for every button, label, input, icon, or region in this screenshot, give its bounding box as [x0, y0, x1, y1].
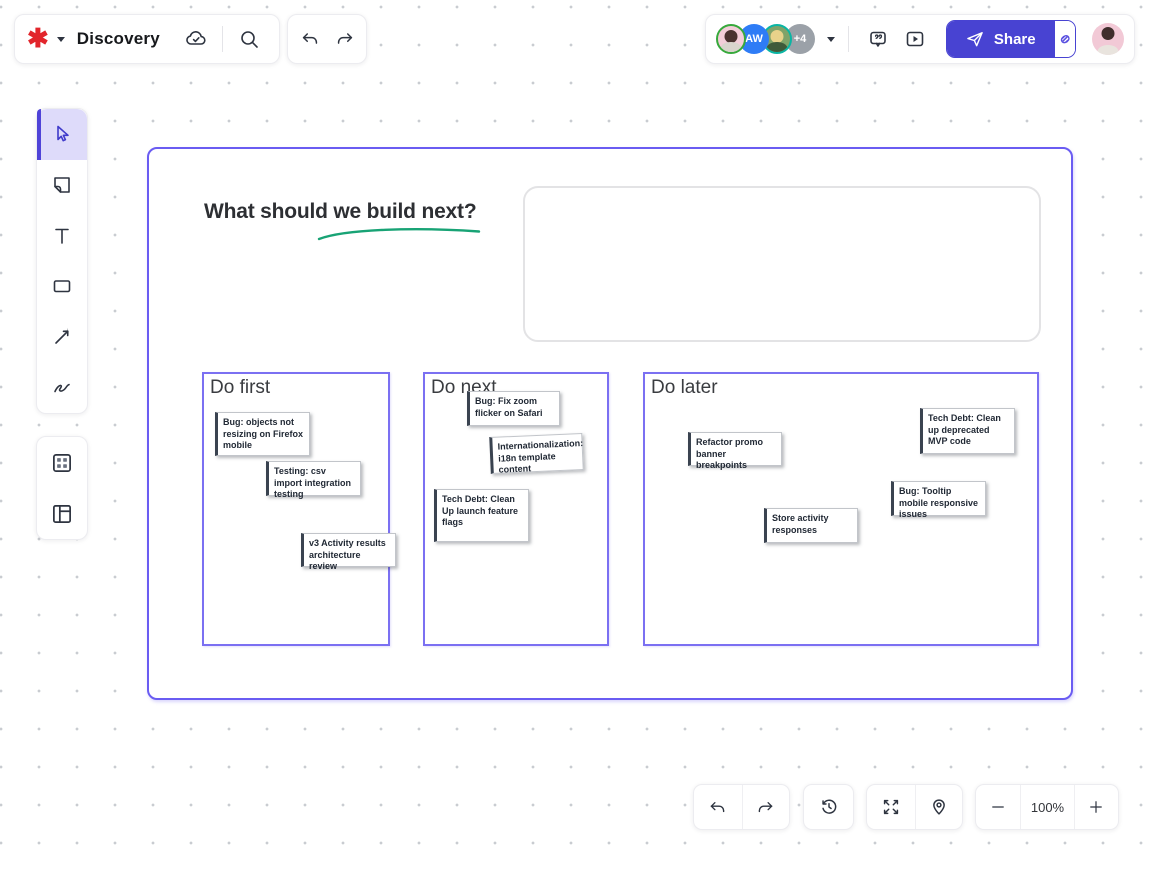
cloud-check-icon	[184, 27, 208, 51]
share-split-button: Share	[945, 20, 1076, 58]
redo-button-bottom[interactable]	[741, 785, 790, 829]
task-card[interactable]: Tech Debt: Clean Up launch feature flags	[434, 489, 529, 542]
expand-arrows-icon	[880, 796, 902, 818]
task-card[interactable]: Bug: Fix zoom flicker on Safari	[467, 391, 560, 426]
column-do-later[interactable]: Do later	[643, 372, 1039, 646]
copy-link-button[interactable]	[1053, 21, 1075, 57]
rectangle-icon	[50, 274, 74, 298]
arrow-icon	[50, 325, 74, 349]
tools-palette-secondary	[36, 436, 88, 540]
share-button[interactable]: Share	[946, 21, 1054, 57]
undo-button-bottom[interactable]	[694, 785, 742, 829]
app-logo-icon[interactable]: ✱	[27, 23, 49, 53]
bottom-view-group	[866, 784, 963, 830]
task-card[interactable]: v3 Activity results architecture review	[301, 533, 396, 571]
board-question-title[interactable]: What should we build next?	[204, 200, 477, 223]
task-card[interactable]: Testing: csv import integration testing	[266, 461, 361, 499]
cursor-icon	[50, 122, 74, 146]
search-icon	[237, 27, 261, 51]
layout-icon	[49, 501, 75, 527]
save-status-button[interactable]	[178, 21, 214, 57]
task-card[interactable]: Bug: objects not resizing on Firefox mob…	[215, 412, 310, 456]
column-label: Do first	[210, 377, 271, 398]
text-tool-button[interactable]	[37, 210, 87, 261]
comment-bubble-icon	[866, 27, 890, 51]
search-button[interactable]	[231, 21, 267, 57]
tools-palette	[36, 108, 88, 414]
undo-icon	[299, 28, 321, 50]
minus-icon	[989, 798, 1007, 816]
version-history-button[interactable]	[804, 785, 853, 829]
collaborator-overflow-badge[interactable]: +4	[785, 24, 815, 54]
collaborators-caret-icon[interactable]	[827, 36, 835, 42]
plus-icon	[1087, 798, 1105, 816]
column-do-first[interactable]: Do first	[202, 372, 390, 646]
bottom-zoom-group: 100%	[975, 784, 1119, 830]
squiggle-icon	[50, 376, 74, 400]
task-card[interactable]: Refactor promo banner breakpoints	[688, 432, 782, 470]
zoom-level-value[interactable]: 100%	[1020, 785, 1073, 829]
link-icon	[1055, 29, 1075, 49]
play-icon	[903, 27, 927, 51]
zoom-in-button[interactable]	[1073, 785, 1118, 829]
empty-container-shape[interactable]	[523, 186, 1041, 342]
collaborator-avatar-1[interactable]	[716, 24, 746, 54]
bottom-version-group	[803, 784, 854, 830]
app-toolbar-right: AW +4 Share	[705, 14, 1135, 64]
apps-grid-icon	[49, 450, 75, 476]
arrow-tool-button[interactable]	[37, 312, 87, 363]
column-label: Do later	[651, 377, 718, 398]
sticky-note-tool-button[interactable]	[37, 160, 87, 211]
toolbar-divider	[848, 26, 849, 52]
sticky-note-icon	[50, 173, 74, 197]
locate-collaborators-button[interactable]	[914, 785, 963, 829]
bottom-history-group	[693, 784, 790, 830]
current-user-avatar[interactable]	[1092, 23, 1124, 55]
redo-button[interactable]	[327, 21, 362, 57]
task-card[interactable]: Internationalization: i18n template cont…	[489, 432, 584, 475]
pen-tool-button[interactable]	[37, 362, 87, 413]
task-card[interactable]: Bug: Tooltip mobile responsive issues	[891, 481, 986, 519]
task-card[interactable]: Tech Debt: Clean up deprecated MVP code	[920, 408, 1015, 454]
undo-button[interactable]	[292, 21, 327, 57]
templates-tool-button[interactable]	[37, 488, 87, 539]
redo-icon	[334, 28, 356, 50]
fit-to-screen-button[interactable]	[867, 785, 915, 829]
app-toolbar-left: ✱ Discovery	[14, 14, 280, 64]
comments-button[interactable]	[862, 21, 895, 57]
history-toolbar-top	[287, 14, 367, 64]
text-icon	[50, 224, 74, 248]
present-button[interactable]	[899, 21, 932, 57]
board-title-header[interactable]: Discovery	[76, 29, 160, 48]
apps-tool-button[interactable]	[37, 437, 87, 488]
map-pin-icon	[928, 796, 950, 818]
toolbar-divider	[221, 26, 223, 52]
logo-menu-caret-icon[interactable]	[56, 36, 65, 42]
title-underline-stroke	[316, 224, 482, 242]
redo-icon	[755, 797, 776, 818]
shape-tool-button[interactable]	[37, 261, 87, 312]
select-tool-button[interactable]	[37, 109, 87, 160]
share-button-label: Share	[993, 30, 1036, 48]
zoom-out-button[interactable]	[976, 785, 1020, 829]
undo-icon	[707, 797, 728, 818]
paper-plane-icon	[965, 29, 985, 49]
task-card[interactable]: Store activity responses	[764, 508, 858, 543]
clock-restore-icon	[818, 796, 840, 818]
